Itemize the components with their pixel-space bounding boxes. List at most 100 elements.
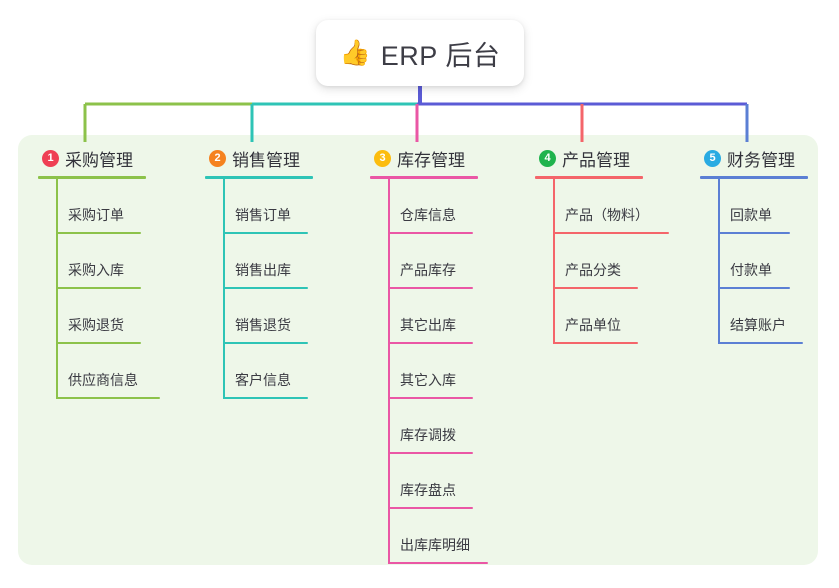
branch-item-rule xyxy=(223,287,308,289)
branch-header[interactable]: 5 财务管理 xyxy=(700,146,808,170)
branch-number-badge: 2 xyxy=(209,149,226,167)
branch-item-label: 产品分类 xyxy=(565,262,621,278)
branch-spine xyxy=(553,179,555,344)
branch-item-rule xyxy=(223,397,308,399)
branch-item[interactable]: 采购入库 xyxy=(56,234,146,289)
branch-item-label: 其它入库 xyxy=(400,372,456,388)
branch-header-rule xyxy=(38,176,146,179)
branch-item-rule xyxy=(553,232,669,234)
branch-title: 采购管理 xyxy=(65,150,133,170)
branch-item-rule xyxy=(388,342,473,344)
branch-item-rule xyxy=(388,397,473,399)
branch-spine xyxy=(56,179,58,399)
branch-item[interactable]: 产品库存 xyxy=(388,234,478,289)
branch-item-rule xyxy=(718,287,790,289)
branch-item[interactable]: 库存调拨 xyxy=(388,399,478,454)
branch-item-rule xyxy=(388,287,473,289)
branch-item-label: 客户信息 xyxy=(235,372,291,388)
branch-item-label: 库存调拨 xyxy=(400,427,456,443)
root-node[interactable]: 👍 ERP 后台 xyxy=(316,20,524,86)
branch-title: 产品管理 xyxy=(562,150,630,170)
branch-item-rule xyxy=(553,287,638,289)
branch-item-label: 库存盘点 xyxy=(400,482,456,498)
branch-item[interactable]: 仓库信息 xyxy=(388,179,478,234)
thumbs-up-icon: 👍 xyxy=(339,38,371,67)
branch-item[interactable]: 结算账户 xyxy=(718,289,808,344)
branch-item-label: 产品库存 xyxy=(400,262,456,278)
branch-item[interactable]: 客户信息 xyxy=(223,344,313,399)
branch-item-rule xyxy=(56,287,141,289)
branch-item[interactable]: 出库库明细 xyxy=(388,509,488,564)
branch-item-label: 销售订单 xyxy=(235,207,291,223)
branch-spine xyxy=(388,179,390,564)
branch-header-rule xyxy=(700,176,808,179)
branch-header-rule xyxy=(205,176,313,179)
branch-number-badge: 5 xyxy=(704,149,721,167)
branch-item-rule xyxy=(388,232,473,234)
branch-item[interactable]: 库存盘点 xyxy=(388,454,478,509)
branch-header-rule xyxy=(535,176,643,179)
branch-item-list: 回款单付款单结算账户 xyxy=(700,179,808,344)
branch-item-label: 回款单 xyxy=(730,207,772,223)
branch-column: 5 财务管理回款单付款单结算账户 xyxy=(700,146,808,344)
branch-header[interactable]: 1 采购管理 xyxy=(38,146,146,170)
branch-number-badge: 4 xyxy=(539,149,556,167)
branch-header[interactable]: 4 产品管理 xyxy=(535,146,643,170)
branch-title: 库存管理 xyxy=(397,150,465,170)
branch-item-label: 采购退货 xyxy=(68,317,124,333)
branch-item-rule xyxy=(553,342,638,344)
branch-item-rule xyxy=(223,342,308,344)
branch-header-rule xyxy=(370,176,478,179)
branch-item-label: 出库库明细 xyxy=(400,537,470,553)
branch-item-rule xyxy=(223,232,308,234)
branch-item[interactable]: 采购退货 xyxy=(56,289,146,344)
branch-item[interactable]: 供应商信息 xyxy=(56,344,160,399)
branch-item-rule xyxy=(56,397,160,399)
branch-item[interactable]: 其它出库 xyxy=(388,289,478,344)
branch-column: 1 采购管理采购订单采购入库采购退货供应商信息 xyxy=(38,146,160,399)
branch-item-label: 付款单 xyxy=(730,262,772,278)
branch-item[interactable]: 产品（物料） xyxy=(553,179,669,234)
branch-item-label: 结算账户 xyxy=(730,317,786,333)
branch-header[interactable]: 3 库存管理 xyxy=(370,146,478,170)
branch-item-rule xyxy=(56,232,141,234)
branch-item-rule xyxy=(718,342,803,344)
root-title: ERP 后台 xyxy=(380,40,501,71)
branch-item[interactable]: 产品分类 xyxy=(553,234,643,289)
branch-item[interactable]: 产品单位 xyxy=(553,289,643,344)
branch-item-label: 其它出库 xyxy=(400,317,456,333)
branch-item-label: 仓库信息 xyxy=(400,207,456,223)
branch-item-list: 仓库信息产品库存其它出库其它入库库存调拨库存盘点出库库明细 xyxy=(370,179,488,564)
branch-number-badge: 3 xyxy=(374,149,391,167)
branch-item-label: 销售退货 xyxy=(235,317,291,333)
branch-spine xyxy=(718,179,720,344)
branch-item-rule xyxy=(388,562,488,564)
branch-item-list: 采购订单采购入库采购退货供应商信息 xyxy=(38,179,160,399)
branch-item[interactable]: 销售订单 xyxy=(223,179,313,234)
branch-item-label: 产品（物料） xyxy=(565,207,649,223)
branch-spine xyxy=(223,179,225,399)
branch-item-list: 产品（物料） 产品分类产品单位 xyxy=(535,179,669,344)
branch-title: 财务管理 xyxy=(727,150,795,170)
branch-item-rule xyxy=(388,507,473,509)
branch-item[interactable]: 其它入库 xyxy=(388,344,478,399)
branch-item-label: 采购入库 xyxy=(68,262,124,278)
branch-item-label: 供应商信息 xyxy=(68,372,138,388)
branch-item[interactable]: 销售退货 xyxy=(223,289,313,344)
branch-item-list: 销售订单销售出库销售退货客户信息 xyxy=(205,179,313,399)
branch-item-label: 产品单位 xyxy=(565,317,621,333)
branch-item-rule xyxy=(56,342,141,344)
branch-column: 4 产品管理产品（物料） 产品分类产品单位 xyxy=(535,146,669,344)
branch-number-badge: 1 xyxy=(42,149,59,167)
branches-panel xyxy=(18,135,818,565)
branch-item[interactable]: 回款单 xyxy=(718,179,808,234)
branch-item[interactable]: 销售出库 xyxy=(223,234,313,289)
branch-item[interactable]: 付款单 xyxy=(718,234,808,289)
branch-column: 3 库存管理仓库信息产品库存其它出库其它入库库存调拨库存盘点出库库明细 xyxy=(370,146,488,564)
branch-item-label: 销售出库 xyxy=(235,262,291,278)
branch-item[interactable]: 采购订单 xyxy=(56,179,146,234)
branch-item-rule xyxy=(718,232,790,234)
